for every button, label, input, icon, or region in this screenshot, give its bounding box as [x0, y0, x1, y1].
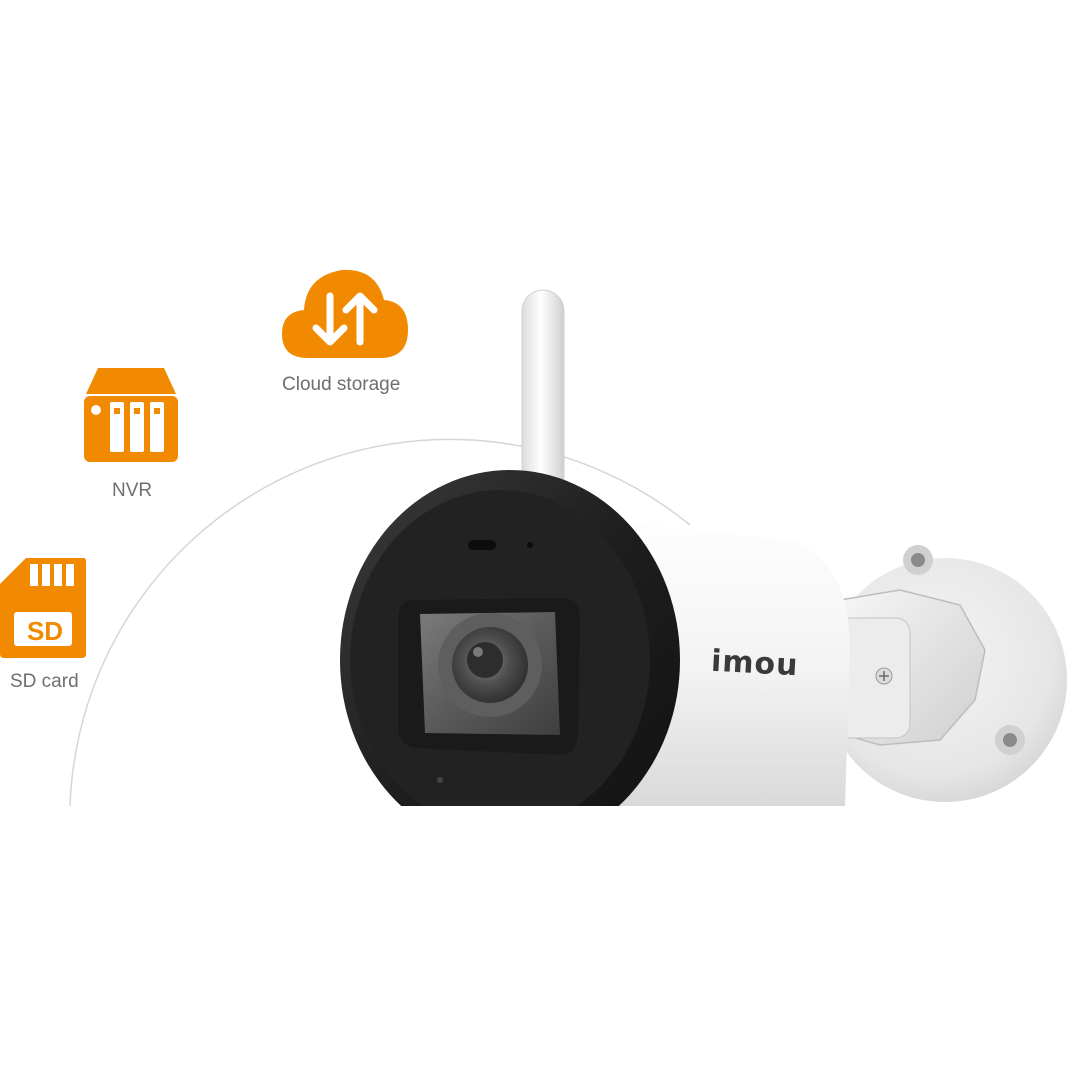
cloud-sync-icon — [280, 266, 410, 364]
connection-arc — [69, 438, 691, 807]
sd-badge-text: SD — [26, 616, 64, 646]
camera-brand-logo: imou — [710, 643, 800, 684]
cloud-storage-label: Cloud storage — [282, 374, 401, 395]
nvr-icon — [80, 366, 180, 464]
nvr-label: NVR — [112, 480, 153, 501]
sd-card-icon: SD — [0, 556, 88, 660]
camera-group — [340, 289, 1067, 806]
sd-card-label: SD card — [10, 671, 79, 692]
